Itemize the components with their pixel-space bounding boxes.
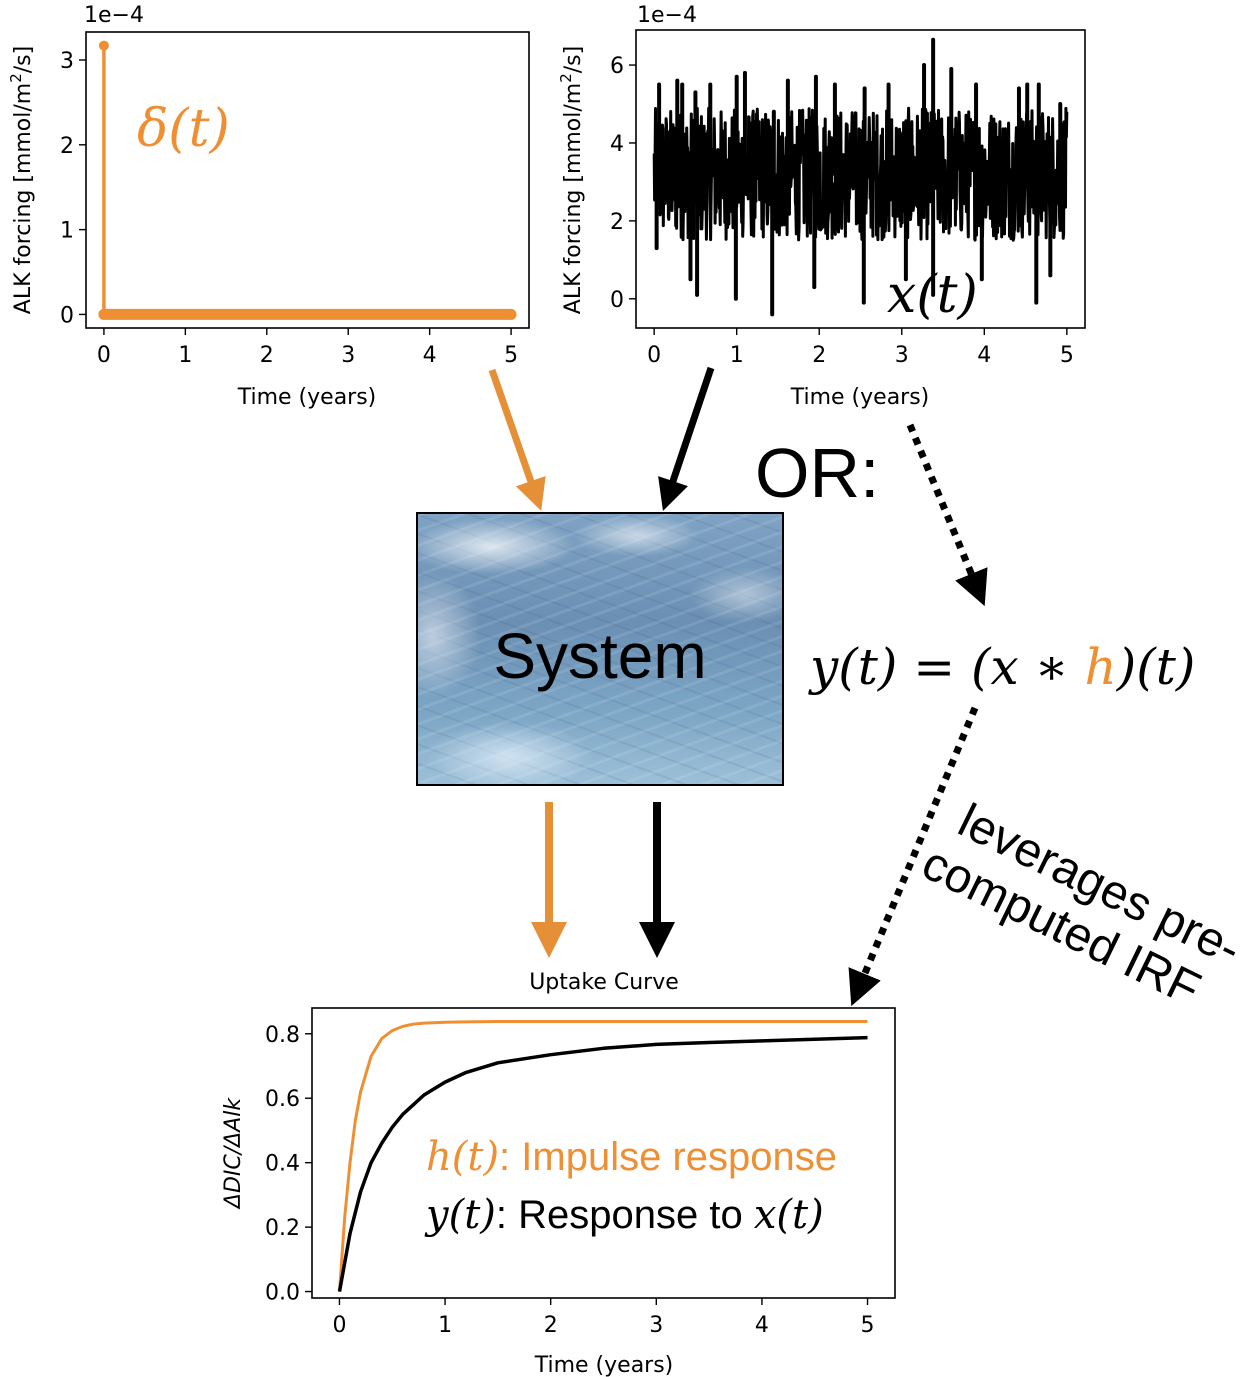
chart-title: Uptake Curve — [529, 970, 679, 995]
x-tick-label: 1 — [438, 1313, 452, 1338]
delta-annotation: δ(t) — [137, 99, 230, 159]
x-tick-label: 2 — [544, 1313, 558, 1338]
y-tick-label: 0.2 — [265, 1216, 300, 1241]
x-tick-label: 4 — [755, 1313, 769, 1338]
random-forcing-chart: 0 1 2 3 4 5 0 2 4 6 Time (years) 1e−4 ALK forcin… — [557, 3, 1086, 410]
y-offset-label: 1e−4 — [637, 3, 697, 28]
x-axis-label: Time (years) — [237, 385, 377, 410]
y-tick-label: 6 — [610, 54, 624, 79]
forcing-to-convolution-dotted-arrow — [906, 423, 988, 607]
x-tick-label: 5 — [504, 343, 518, 368]
impulse-to-system-arrow — [488, 368, 546, 511]
y-tick-label: 3 — [60, 49, 74, 74]
convolution-equation: y(t) = (x ∗ h)(t) — [808, 638, 1195, 696]
system-ocean-box: System — [416, 512, 784, 786]
x-tick-label: 0 — [647, 343, 661, 368]
x-tick-label: 0 — [97, 343, 111, 368]
plot-frame — [635, 29, 1086, 329]
plot-frame — [85, 31, 530, 329]
impulse-response-line — [338, 1020, 868, 1292]
x-annotation: x(t) — [887, 265, 978, 325]
x-tick-label: 3 — [895, 343, 909, 368]
convolution-to-uptake-dotted-arrow — [848, 706, 979, 1007]
impulse-forcing-chart: 0 1 2 3 4 5 0 1 2 3 Time (years) 1e−4 ALK forcin… — [7, 3, 530, 410]
y-tick-label: 0 — [610, 288, 624, 313]
impulse-peak-point — [98, 40, 109, 51]
y-tick-label: 0.4 — [265, 1152, 300, 1177]
x-tick-label: 2 — [260, 343, 274, 368]
x-tick-label: 0 — [332, 1313, 346, 1338]
x-tick-label: 5 — [1060, 343, 1074, 368]
x-tick-label: 4 — [423, 343, 437, 368]
y-tick-label: 4 — [610, 132, 624, 157]
x-tick-label: 3 — [649, 1313, 663, 1338]
y-tick-label: 0 — [60, 303, 74, 328]
y-axis-label: ΔDIC/ΔAlk — [221, 1097, 246, 1210]
y-tick-label: 2 — [610, 210, 624, 235]
response-to-x-line — [337, 1035, 868, 1292]
leverages-irf-note: leverages pre- computed IRF — [914, 794, 1246, 1016]
x-axis-label: Time (years) — [534, 1353, 674, 1377]
x-tick-label: 5 — [861, 1313, 875, 1338]
x-axis-label: Time (years) — [790, 385, 930, 410]
y-axis-label: ALK forcing [mmol/m2/s] — [557, 46, 586, 314]
x-tick-label: 1 — [178, 343, 192, 368]
y-tick-label: 0.6 — [265, 1087, 300, 1112]
or-label: OR: — [755, 434, 879, 512]
x-tick-label: 1 — [730, 343, 744, 368]
uptake-curve-chart: Uptake Curve 0 1 2 3 4 5 0.0 0.2 0.4 0.6 0.8 Time… — [221, 970, 896, 1377]
y-axis-label: ALK forcing [mmol/m2/s] — [7, 46, 36, 314]
y-tick-label: 2 — [60, 134, 74, 159]
y-tick-label: 0.8 — [265, 1023, 300, 1048]
x-tick-label: 3 — [341, 343, 355, 368]
plot-frame — [311, 1007, 896, 1299]
y-offset-label: 1e−4 — [84, 3, 144, 28]
forcing-noise-line — [652, 106, 1069, 242]
legend-impulse-response: h(t): Impulse response — [426, 1134, 837, 1180]
y-tick-label: 0.0 — [265, 1281, 300, 1306]
legend-response-to-x: y(t): Response to x(t) — [424, 1192, 824, 1238]
system-label: System — [493, 620, 707, 692]
y-tick-label: 1 — [60, 219, 74, 244]
x-tick-label: 2 — [812, 343, 826, 368]
forcing-to-system-arrow — [658, 366, 715, 511]
x-tick-label: 4 — [977, 343, 991, 368]
